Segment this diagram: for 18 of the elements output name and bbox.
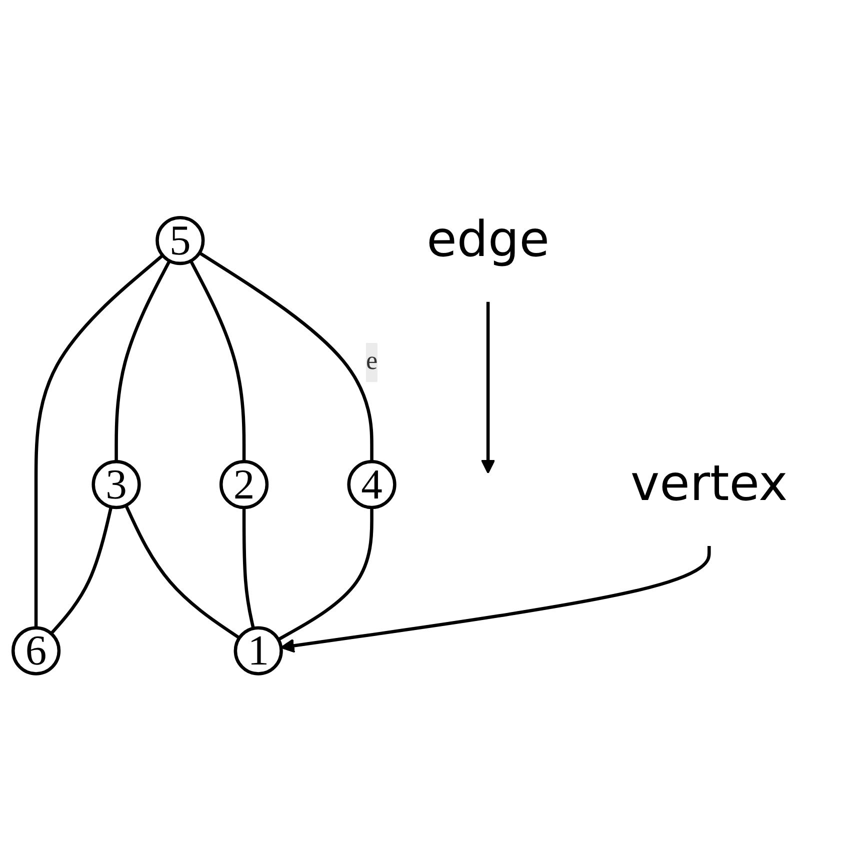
edge-line: [50, 506, 113, 634]
edge-line: [242, 507, 255, 628]
vertex-circle: 3: [92, 460, 141, 509]
vertex-circle: 2: [219, 460, 269, 509]
leader-arrow: [280, 546, 711, 652]
callout-text: vertex: [630, 455, 788, 513]
leader-arrow: [480, 302, 496, 474]
edge-line: [198, 251, 374, 462]
vertex-circle: 6: [11, 626, 61, 675]
vertex-circle: 5: [156, 216, 205, 265]
callout-text: edge: [426, 211, 550, 269]
edge-line: [114, 260, 171, 462]
edge-line: [124, 504, 240, 639]
vertex-circle: 1: [234, 626, 283, 675]
vertex-circle: 4: [347, 460, 396, 509]
edge-line: [34, 254, 164, 628]
edge-line: [189, 260, 246, 462]
edge-line: [278, 507, 374, 641]
